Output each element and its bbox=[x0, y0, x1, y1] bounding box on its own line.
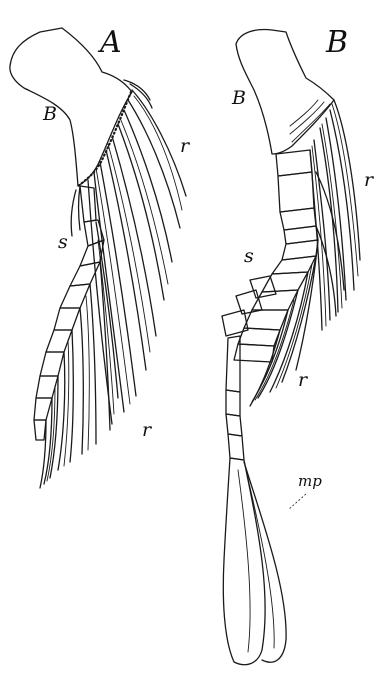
panel-b-lower-rays bbox=[250, 240, 318, 406]
panel-a-label-r-upper: r bbox=[180, 135, 191, 157]
panel-a-upper-rays bbox=[88, 80, 186, 424]
panel-a-label-s: s bbox=[58, 231, 68, 253]
panel-b: B bbox=[222, 25, 375, 665]
panel-b-label-r-upper: r bbox=[364, 169, 375, 191]
panel-b-title: B bbox=[325, 25, 348, 60]
panel-b-label-r-lower: r bbox=[298, 369, 309, 391]
panel-a-label-b: B bbox=[42, 103, 57, 125]
panel-b-label-mp: mp bbox=[298, 472, 322, 490]
panel-b-upper-rays bbox=[310, 100, 360, 330]
panel-a-title: A bbox=[97, 25, 122, 60]
panel-b-label-b: B bbox=[231, 87, 246, 109]
panel-a: A bbox=[10, 25, 191, 488]
panel-b-label-s: s bbox=[244, 245, 254, 267]
panel-a-label-r-lower: r bbox=[142, 419, 153, 441]
panel-b-mixipterygium bbox=[223, 434, 306, 665]
panel-b-basal-cartilage bbox=[236, 30, 334, 154]
